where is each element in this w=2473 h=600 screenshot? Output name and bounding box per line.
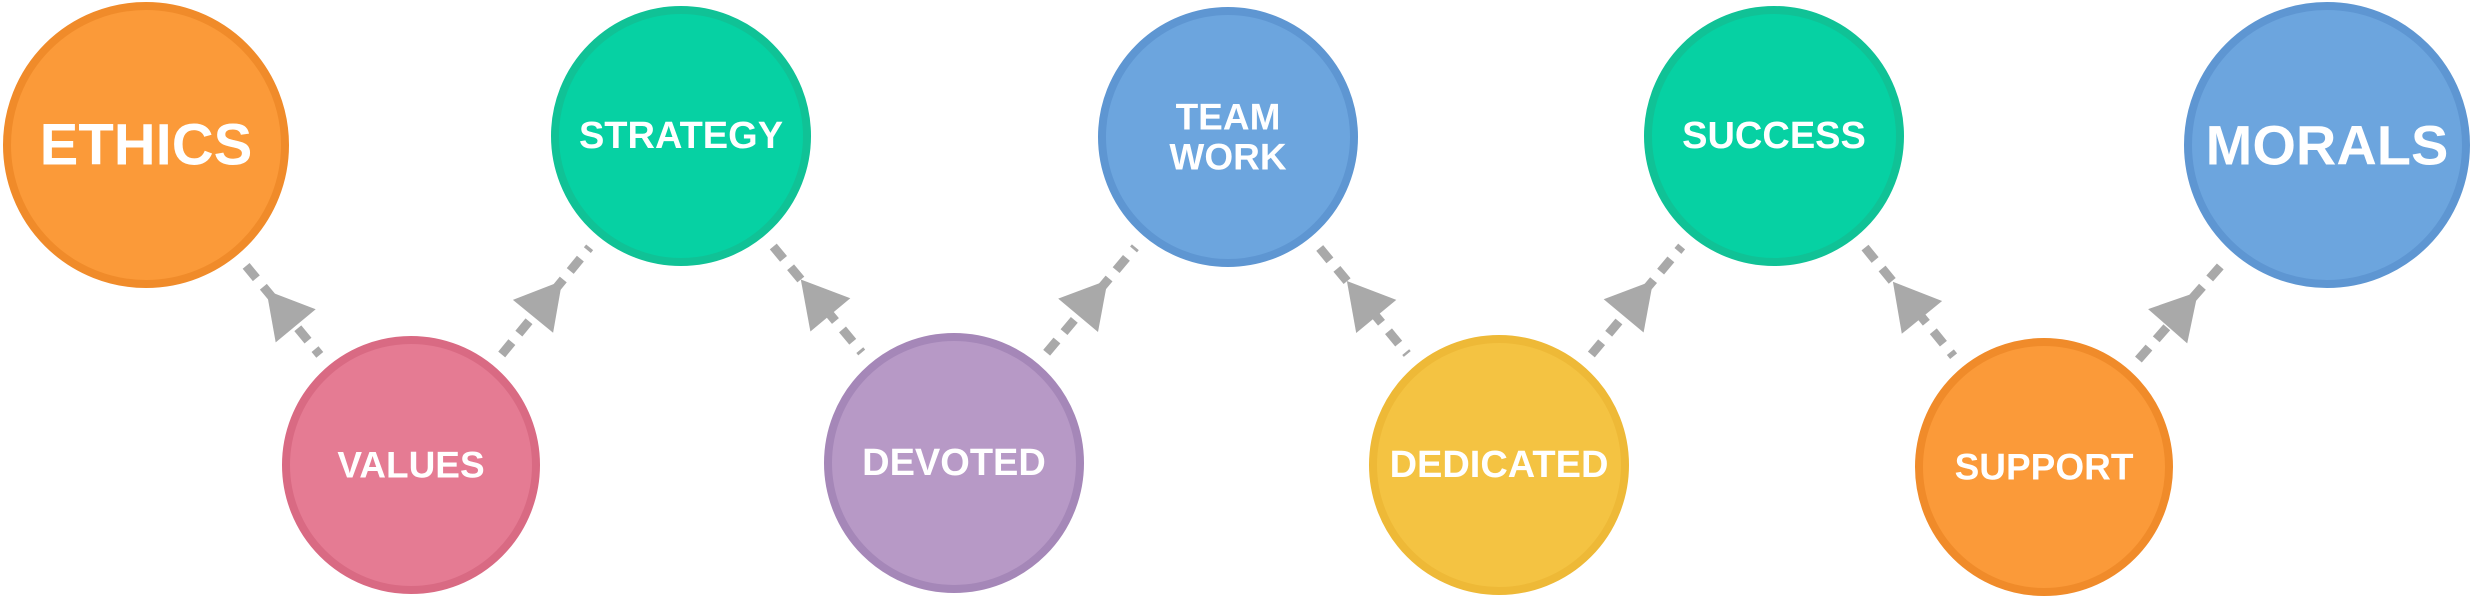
arrowhead-icon: [266, 290, 316, 343]
node-circle: [1915, 338, 2173, 596]
connector-devoted-team-work: [1043, 244, 1139, 356]
node-label: WORK: [1169, 137, 1286, 178]
node-label: ETHICS: [40, 113, 253, 178]
node-strategy: STRATEGY: [551, 6, 811, 266]
node-label: STRATEGY: [579, 115, 783, 157]
node-devoted: DEVOTED: [824, 333, 1084, 593]
arrowhead-icon: [2148, 291, 2198, 344]
arrowhead-icon: [1892, 281, 1943, 334]
arrowhead-icon: [1603, 280, 1654, 333]
node-circle: [2184, 2, 2470, 288]
connector-team-work-dedicated: [1316, 245, 1411, 357]
node-label: VALUES: [337, 445, 484, 486]
node-success: SUCCESS: [1644, 6, 1904, 266]
connector-values-strategy: [498, 244, 594, 358]
connector-ethics-values: [242, 263, 324, 358]
dashed-connector-line: [1587, 243, 1686, 358]
node-circle: [1369, 335, 1629, 595]
node-label: TEAM: [1176, 97, 1281, 138]
node-circle: [551, 6, 811, 266]
node-label: SUCCESS: [1682, 115, 1866, 157]
connector-dedicated-success: [1587, 243, 1686, 358]
dashed-connector-line: [1861, 244, 1958, 360]
connector-support-morals: [2135, 259, 2227, 363]
node-dedicated: DEDICATED: [1369, 335, 1629, 595]
node-label: SUPPORT: [1955, 447, 2134, 488]
node-circle: [1644, 6, 1904, 266]
node-circle: [282, 336, 540, 594]
connector-success-support: [1861, 244, 1958, 360]
arrowhead-icon: [800, 279, 851, 332]
node-circle: [3, 2, 289, 288]
connector-strategy-devoted: [769, 243, 866, 356]
arrowhead-icon: [1058, 280, 1108, 332]
arrowhead-icon: [512, 280, 563, 333]
connector-layer: [242, 243, 2227, 363]
node-circle: [824, 333, 1084, 593]
node-label: MORALS: [2206, 114, 2449, 177]
node-label: DEVOTED: [862, 442, 1046, 484]
node-ethics: ETHICS: [3, 2, 289, 288]
node-morals: MORALS: [2184, 2, 2470, 288]
node-circle: [1098, 7, 1358, 267]
arrowhead-icon: [1346, 281, 1397, 333]
node-values: VALUES: [282, 336, 540, 594]
node-support: SUPPORT: [1915, 338, 2173, 596]
node-label: DEDICATED: [1390, 444, 1609, 486]
